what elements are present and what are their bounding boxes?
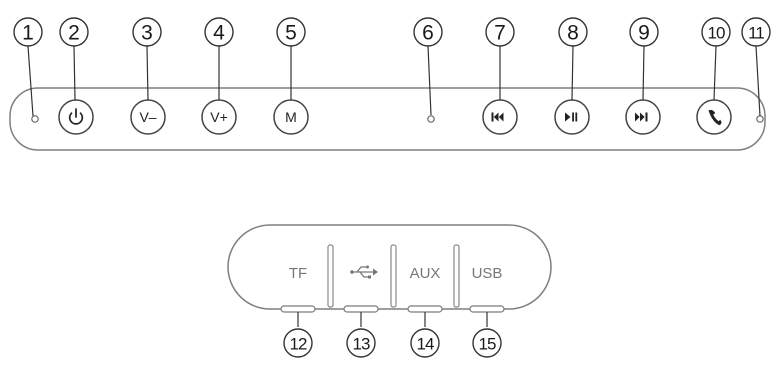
right-led: [756, 115, 764, 123]
top-callouts: 1 2 3 4 5 6 7: [13, 17, 771, 117]
callout-12: 12: [283, 312, 313, 358]
mode-label: M: [285, 109, 297, 125]
callout-5: 5: [276, 17, 306, 100]
usb-port[interactable]: [469, 305, 505, 313]
micro-usb-port[interactable]: [343, 305, 379, 313]
tf-card-slot[interactable]: [280, 305, 316, 313]
svg-text:10: 10: [708, 24, 725, 43]
usb-label: USB: [472, 265, 503, 282]
next-track-button[interactable]: [625, 99, 661, 135]
volume-up-label: V+: [210, 109, 228, 125]
svg-text:5: 5: [285, 22, 297, 45]
mode-button[interactable]: M: [273, 99, 309, 135]
power-button[interactable]: [58, 99, 94, 135]
bottom-panel: TF AUX USB: [227, 224, 552, 313]
svg-text:13: 13: [353, 335, 370, 354]
callout-13: 13: [346, 312, 376, 358]
callout-4: 4: [204, 17, 234, 100]
phone-icon: [708, 109, 722, 126]
callout-10: 10: [701, 17, 731, 101]
svg-text:6: 6: [422, 22, 434, 45]
svg-text:4: 4: [213, 22, 225, 45]
previous-track-button[interactable]: [482, 99, 518, 135]
tf-label: TF: [289, 265, 307, 282]
microphone-hole: [427, 115, 435, 123]
usb-symbol-icon: [350, 265, 378, 279]
svg-text:11: 11: [748, 24, 764, 43]
callout-9: 9: [629, 17, 659, 101]
top-panel: V– V+ M: [9, 87, 766, 151]
left-led: [31, 115, 39, 123]
call-button[interactable]: [696, 99, 732, 135]
port-slots: [280, 305, 505, 313]
svg-text:7: 7: [494, 22, 506, 45]
callout-2: 2: [59, 17, 89, 101]
bottom-panel-outline: [227, 224, 552, 310]
bottom-callouts: 12 13 14 15: [283, 312, 502, 358]
svg-text:3: 3: [141, 22, 153, 45]
callout-11: 11: [741, 17, 771, 117]
top-panel-outline: [9, 87, 766, 151]
volume-down-button[interactable]: V–: [130, 99, 166, 135]
volume-up-button[interactable]: V+: [201, 99, 237, 135]
callout-6: 6: [413, 17, 443, 116]
svg-text:14: 14: [417, 335, 434, 354]
volume-down-label: V–: [139, 109, 156, 125]
svg-text:1: 1: [22, 22, 34, 45]
play-pause-icon: [565, 112, 578, 122]
aux-port[interactable]: [407, 305, 443, 313]
callout-14: 14: [410, 312, 440, 358]
play-pause-button[interactable]: [554, 99, 590, 135]
skip-next-icon: [635, 112, 648, 122]
callout-7: 7: [485, 17, 515, 100]
callout-1: 1: [13, 17, 43, 117]
power-icon: [68, 108, 84, 125]
svg-text:2: 2: [68, 22, 80, 45]
aux-label: AUX: [410, 265, 441, 282]
skip-previous-icon: [491, 112, 504, 122]
svg-text:15: 15: [479, 335, 496, 354]
callout-3: 3: [132, 17, 162, 101]
svg-text:8: 8: [567, 22, 579, 45]
svg-text:9: 9: [638, 22, 650, 45]
svg-text:12: 12: [290, 335, 307, 354]
callout-8: 8: [558, 17, 588, 101]
callout-15: 15: [472, 312, 502, 358]
port-dividers: [327, 244, 460, 308]
